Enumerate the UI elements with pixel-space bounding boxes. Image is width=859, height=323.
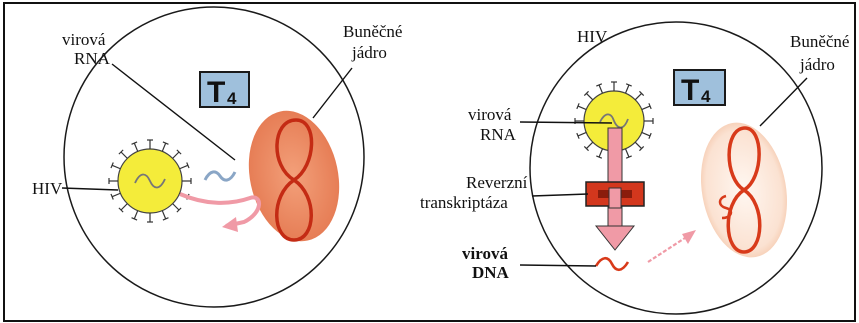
dna-label-line1: virová: [462, 244, 508, 263]
t4-label-box-left: T 4: [200, 72, 249, 109]
hiv-virus-icon: [109, 140, 191, 222]
rna-label-left-line1: virová: [62, 30, 106, 49]
t4-subscript-right: 4: [701, 87, 711, 106]
enzyme-label-line2: transkriptáza: [420, 193, 508, 212]
rna-label-right-line1: virová: [468, 105, 512, 124]
t4-subscript-left: 4: [227, 89, 237, 108]
t4-label-left: T: [207, 76, 225, 109]
nucleus-label-left-line1: Buněčné: [343, 22, 402, 41]
nucleus-label-right-line1: Buněčné: [790, 32, 849, 51]
dna-label-line2: DNA: [472, 263, 510, 282]
rna-label-right-line2: RNA: [480, 125, 517, 144]
t4-label-box-right: T 4: [674, 70, 725, 107]
t4-label-right: T: [681, 74, 699, 107]
hiv-title-right: HIV: [577, 27, 608, 46]
reverse-transcriptase-icon: [586, 182, 644, 208]
hiv-label-left: HIV: [32, 179, 63, 198]
nucleus-label-left-line2: jádro: [351, 43, 387, 62]
nucleus-label-right-line2: jádro: [799, 55, 835, 74]
rna-label-left-line2: RNA: [74, 49, 111, 68]
enzyme-label-line1: Reverzní: [466, 173, 528, 192]
leader-dna-right: [520, 265, 596, 266]
leader-rna-right: [520, 122, 612, 123]
